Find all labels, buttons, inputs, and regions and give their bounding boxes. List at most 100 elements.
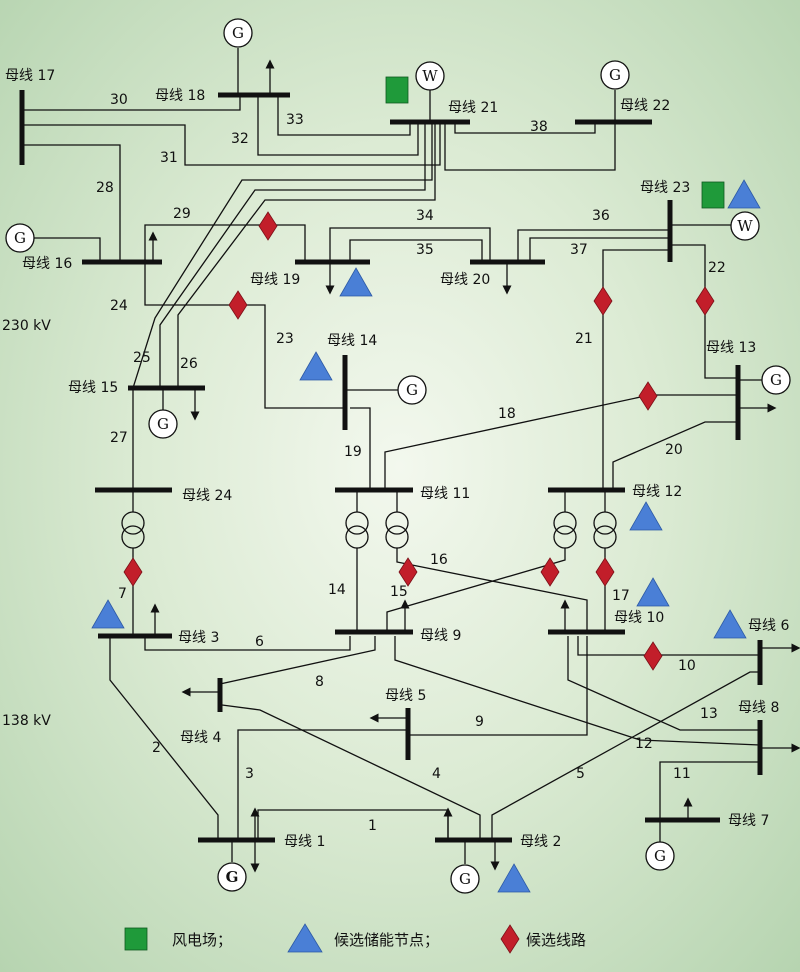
storage-triangle-14 xyxy=(299,351,333,381)
gen-13-icon xyxy=(761,365,791,395)
line-9 xyxy=(408,636,588,736)
line-4 xyxy=(221,704,481,840)
bus-labels: 母线 17 母线 18 母线 21 母线 22 母线 23 母线 16 母线 1… xyxy=(5,68,789,850)
line-number-25: 25 xyxy=(133,350,151,366)
storage-triangle-19 xyxy=(339,267,373,297)
line-number-14: 14 xyxy=(328,582,346,598)
bus-19-label: 母线 19 xyxy=(250,272,300,288)
bus-13-label: 母线 13 xyxy=(706,340,756,356)
bus-24-label: 母线 24 xyxy=(182,488,232,504)
bus-10-label: 母线 10 xyxy=(614,610,664,626)
line-number-37: 37 xyxy=(570,242,588,258)
line-35 xyxy=(349,239,483,262)
bus-12-label: 母线 12 xyxy=(632,484,682,500)
bus-1-label: 母线 1 xyxy=(284,834,325,850)
storage-triangle-2 xyxy=(497,863,531,893)
transmission-lines xyxy=(22,95,761,840)
line-22-21 xyxy=(444,122,616,171)
bus-20-label: 母线 20 xyxy=(440,272,490,288)
storage-triangle-3 xyxy=(91,599,125,629)
voltage-label-230: 230 kV xyxy=(2,318,51,334)
legend-storage-icon xyxy=(287,923,323,953)
bus-4-label: 母线 4 xyxy=(180,730,221,746)
line-number-22: 22 xyxy=(708,260,726,276)
line-26 xyxy=(177,122,436,388)
line-31 xyxy=(22,122,441,166)
bus-5-label: 母线 5 xyxy=(385,688,426,704)
line-8 xyxy=(219,636,376,685)
candidate-diamond-17 xyxy=(595,557,615,587)
line-number-17: 17 xyxy=(612,588,630,604)
line-11 xyxy=(659,761,760,820)
gen-16-label: G xyxy=(14,229,26,247)
candidate-diamond-23 xyxy=(228,290,248,320)
candidate-diamond-15 xyxy=(540,557,560,587)
wind-21-label: W xyxy=(422,67,438,85)
bus-15-label: 母线 15 xyxy=(68,380,118,396)
bus-3-label: 母线 3 xyxy=(178,630,219,646)
line-number-36: 36 xyxy=(592,208,610,224)
wind-farm-square-23 xyxy=(701,181,725,209)
line-number-35: 35 xyxy=(416,242,434,258)
transformer-24-3-bottom xyxy=(121,525,145,549)
candidate-diamond-21 xyxy=(593,286,613,316)
line-2 xyxy=(109,636,219,840)
gen-16-icon xyxy=(5,223,35,253)
candidate-diamond-16 xyxy=(398,557,418,587)
wind-23-icon xyxy=(730,211,760,241)
storage-node-markers xyxy=(91,179,761,893)
line-number-4: 4 xyxy=(432,766,441,782)
gen-22-label: G xyxy=(609,66,621,84)
line-16 xyxy=(396,548,588,632)
line-30 xyxy=(22,95,241,111)
wind-23-label: W xyxy=(737,217,753,235)
line-number-21: 21 xyxy=(575,331,593,347)
candidate-line-markers xyxy=(123,211,715,671)
legend-wind-farm-icon xyxy=(124,927,148,951)
wind-21-icon xyxy=(415,61,445,91)
line-20 xyxy=(612,421,738,490)
line-number-15: 15 xyxy=(390,584,408,600)
wind-farm-markers xyxy=(385,76,725,209)
line-32 xyxy=(257,95,419,156)
line-number-10: 10 xyxy=(678,658,696,674)
line-number-13: 13 xyxy=(700,706,718,722)
load-arrows xyxy=(148,59,800,873)
candidate-diamond-18 xyxy=(638,381,658,411)
line-18 xyxy=(384,394,738,490)
voltage-label-138: 138 kV xyxy=(2,713,51,729)
legend-wind-farm-label: 风电场； xyxy=(172,931,232,949)
bus-9-label: 母线 9 xyxy=(420,628,461,644)
storage-triangle-6 xyxy=(713,609,747,639)
line-number-33: 33 xyxy=(286,112,304,128)
bus-7-label: 母线 7 xyxy=(728,813,769,829)
line-13 xyxy=(567,636,760,731)
transformer-24-3-top xyxy=(121,511,145,535)
line-number-20: 20 xyxy=(665,442,683,458)
gen-14-label: G xyxy=(406,381,418,399)
line-number-9: 9 xyxy=(475,714,484,730)
line-number-18: 18 xyxy=(498,406,516,422)
line-28 xyxy=(22,144,121,262)
bus-8-label: 母线 8 xyxy=(738,700,779,716)
bus-17-label: 母线 17 xyxy=(5,68,55,84)
line-10 xyxy=(577,636,760,656)
legend-candidate-line-label: 候选线路 xyxy=(526,931,586,949)
gen-7-label: G xyxy=(654,847,666,865)
line-number-26: 26 xyxy=(180,356,198,372)
line-number-31: 31 xyxy=(160,150,178,166)
line-number-32: 32 xyxy=(231,131,249,147)
bus-16-label: 母线 16 xyxy=(22,256,72,272)
legend-candidate-line-icon xyxy=(500,924,520,954)
line-29 xyxy=(22,237,101,262)
line-number-34: 34 xyxy=(416,208,434,224)
bus-2-label: 母线 2 xyxy=(520,834,561,850)
transformer-11-9a-bottom xyxy=(345,525,369,549)
legend-storage-label: 候选储能节点； xyxy=(334,931,439,949)
line-25 xyxy=(159,122,426,388)
line-12 xyxy=(394,636,761,746)
gen-18-icon xyxy=(223,18,253,48)
storage-triangle-12 xyxy=(629,501,663,531)
transformer-12-9-top xyxy=(553,511,577,535)
line-number-5: 5 xyxy=(576,766,585,782)
